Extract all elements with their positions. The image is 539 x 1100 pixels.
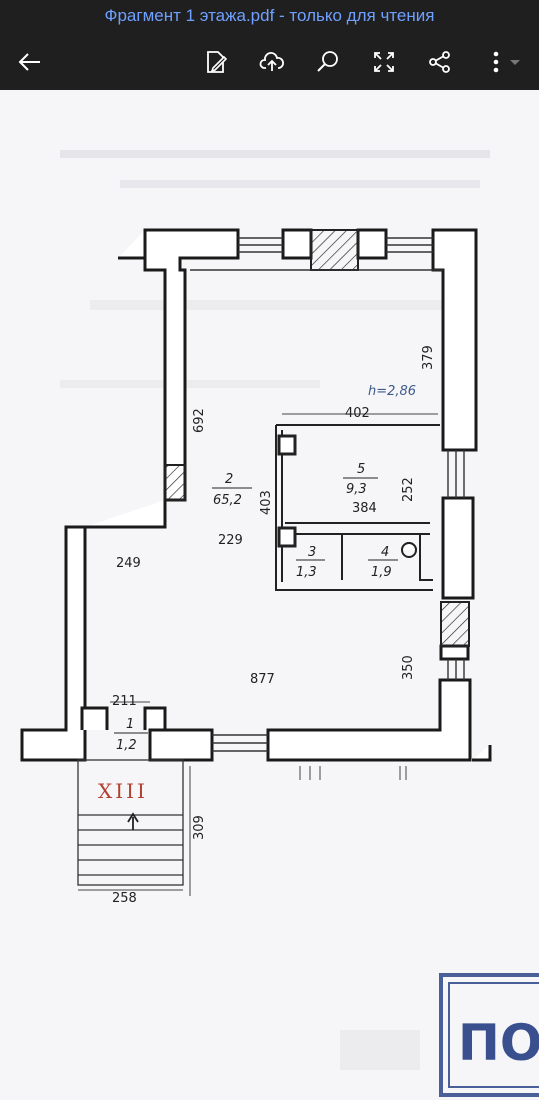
dim-350: 350 [401,655,416,680]
windows-and-doors [164,229,470,752]
dim-229: 229 [218,533,243,548]
floor-plan: h=2,86 402 379 692 403 252 350 309 2 65,… [20,150,539,1097]
room-4-area: 1,9 [371,565,392,580]
stairs [77,759,184,886]
inner-partitions [275,424,440,591]
dim-402: 402 [345,406,370,421]
dim-403: 403 [259,490,274,515]
upload-button[interactable] [254,44,290,80]
share-icon [429,51,450,73]
fullscreen-icon [374,52,394,72]
document-title: Фрагмент 1 этажа.pdf - только для чтения [104,6,435,25]
edit-button[interactable] [198,44,234,80]
room-3-number: 3 [308,545,316,560]
height-note: h=2,86 [368,384,416,399]
window-title: Фрагмент 1 этажа.pdf - только для чтения [0,0,539,32]
room-2-number: 2 [225,472,233,487]
more-button[interactable] [482,44,528,80]
dim-211: 211 [112,694,137,709]
entrance-label: XIII [98,779,148,803]
document-viewer[interactable]: h=2,86 402 379 692 403 252 350 309 2 65,… [0,90,539,1100]
back-arrow-icon [18,53,40,71]
dim-379: 379 [421,345,436,370]
stamp-text: ПО [458,1014,539,1072]
cloud-upload-icon [259,52,284,71]
dim-384: 384 [352,501,377,516]
dim-877: 877 [250,672,275,687]
search-button[interactable] [310,44,346,80]
walls [20,228,492,762]
dim-258: 258 [112,891,137,906]
back-button[interactable] [12,44,48,80]
room-5-number: 5 [357,462,365,477]
room-4-number: 4 [381,545,389,560]
room-1-area: 1,2 [116,738,137,753]
fullscreen-button[interactable] [366,44,402,80]
dim-252: 252 [401,477,416,502]
dim-692: 692 [192,408,207,433]
room-2-area: 65,2 [213,493,242,508]
search-icon [317,51,338,72]
more-icon [493,51,520,73]
dim-309: 309 [192,815,207,840]
faded-background-text [60,150,490,1070]
room-1-number: 1 [126,717,134,732]
edit-icon [207,51,228,73]
dimension-marks [78,413,438,896]
share-button[interactable] [422,44,458,80]
room-3-area: 1,3 [296,565,317,580]
stamp: ПО [439,973,539,1097]
room-5-area: 9,3 [346,482,367,497]
toolbar [0,32,539,90]
dim-249: 249 [116,556,141,571]
